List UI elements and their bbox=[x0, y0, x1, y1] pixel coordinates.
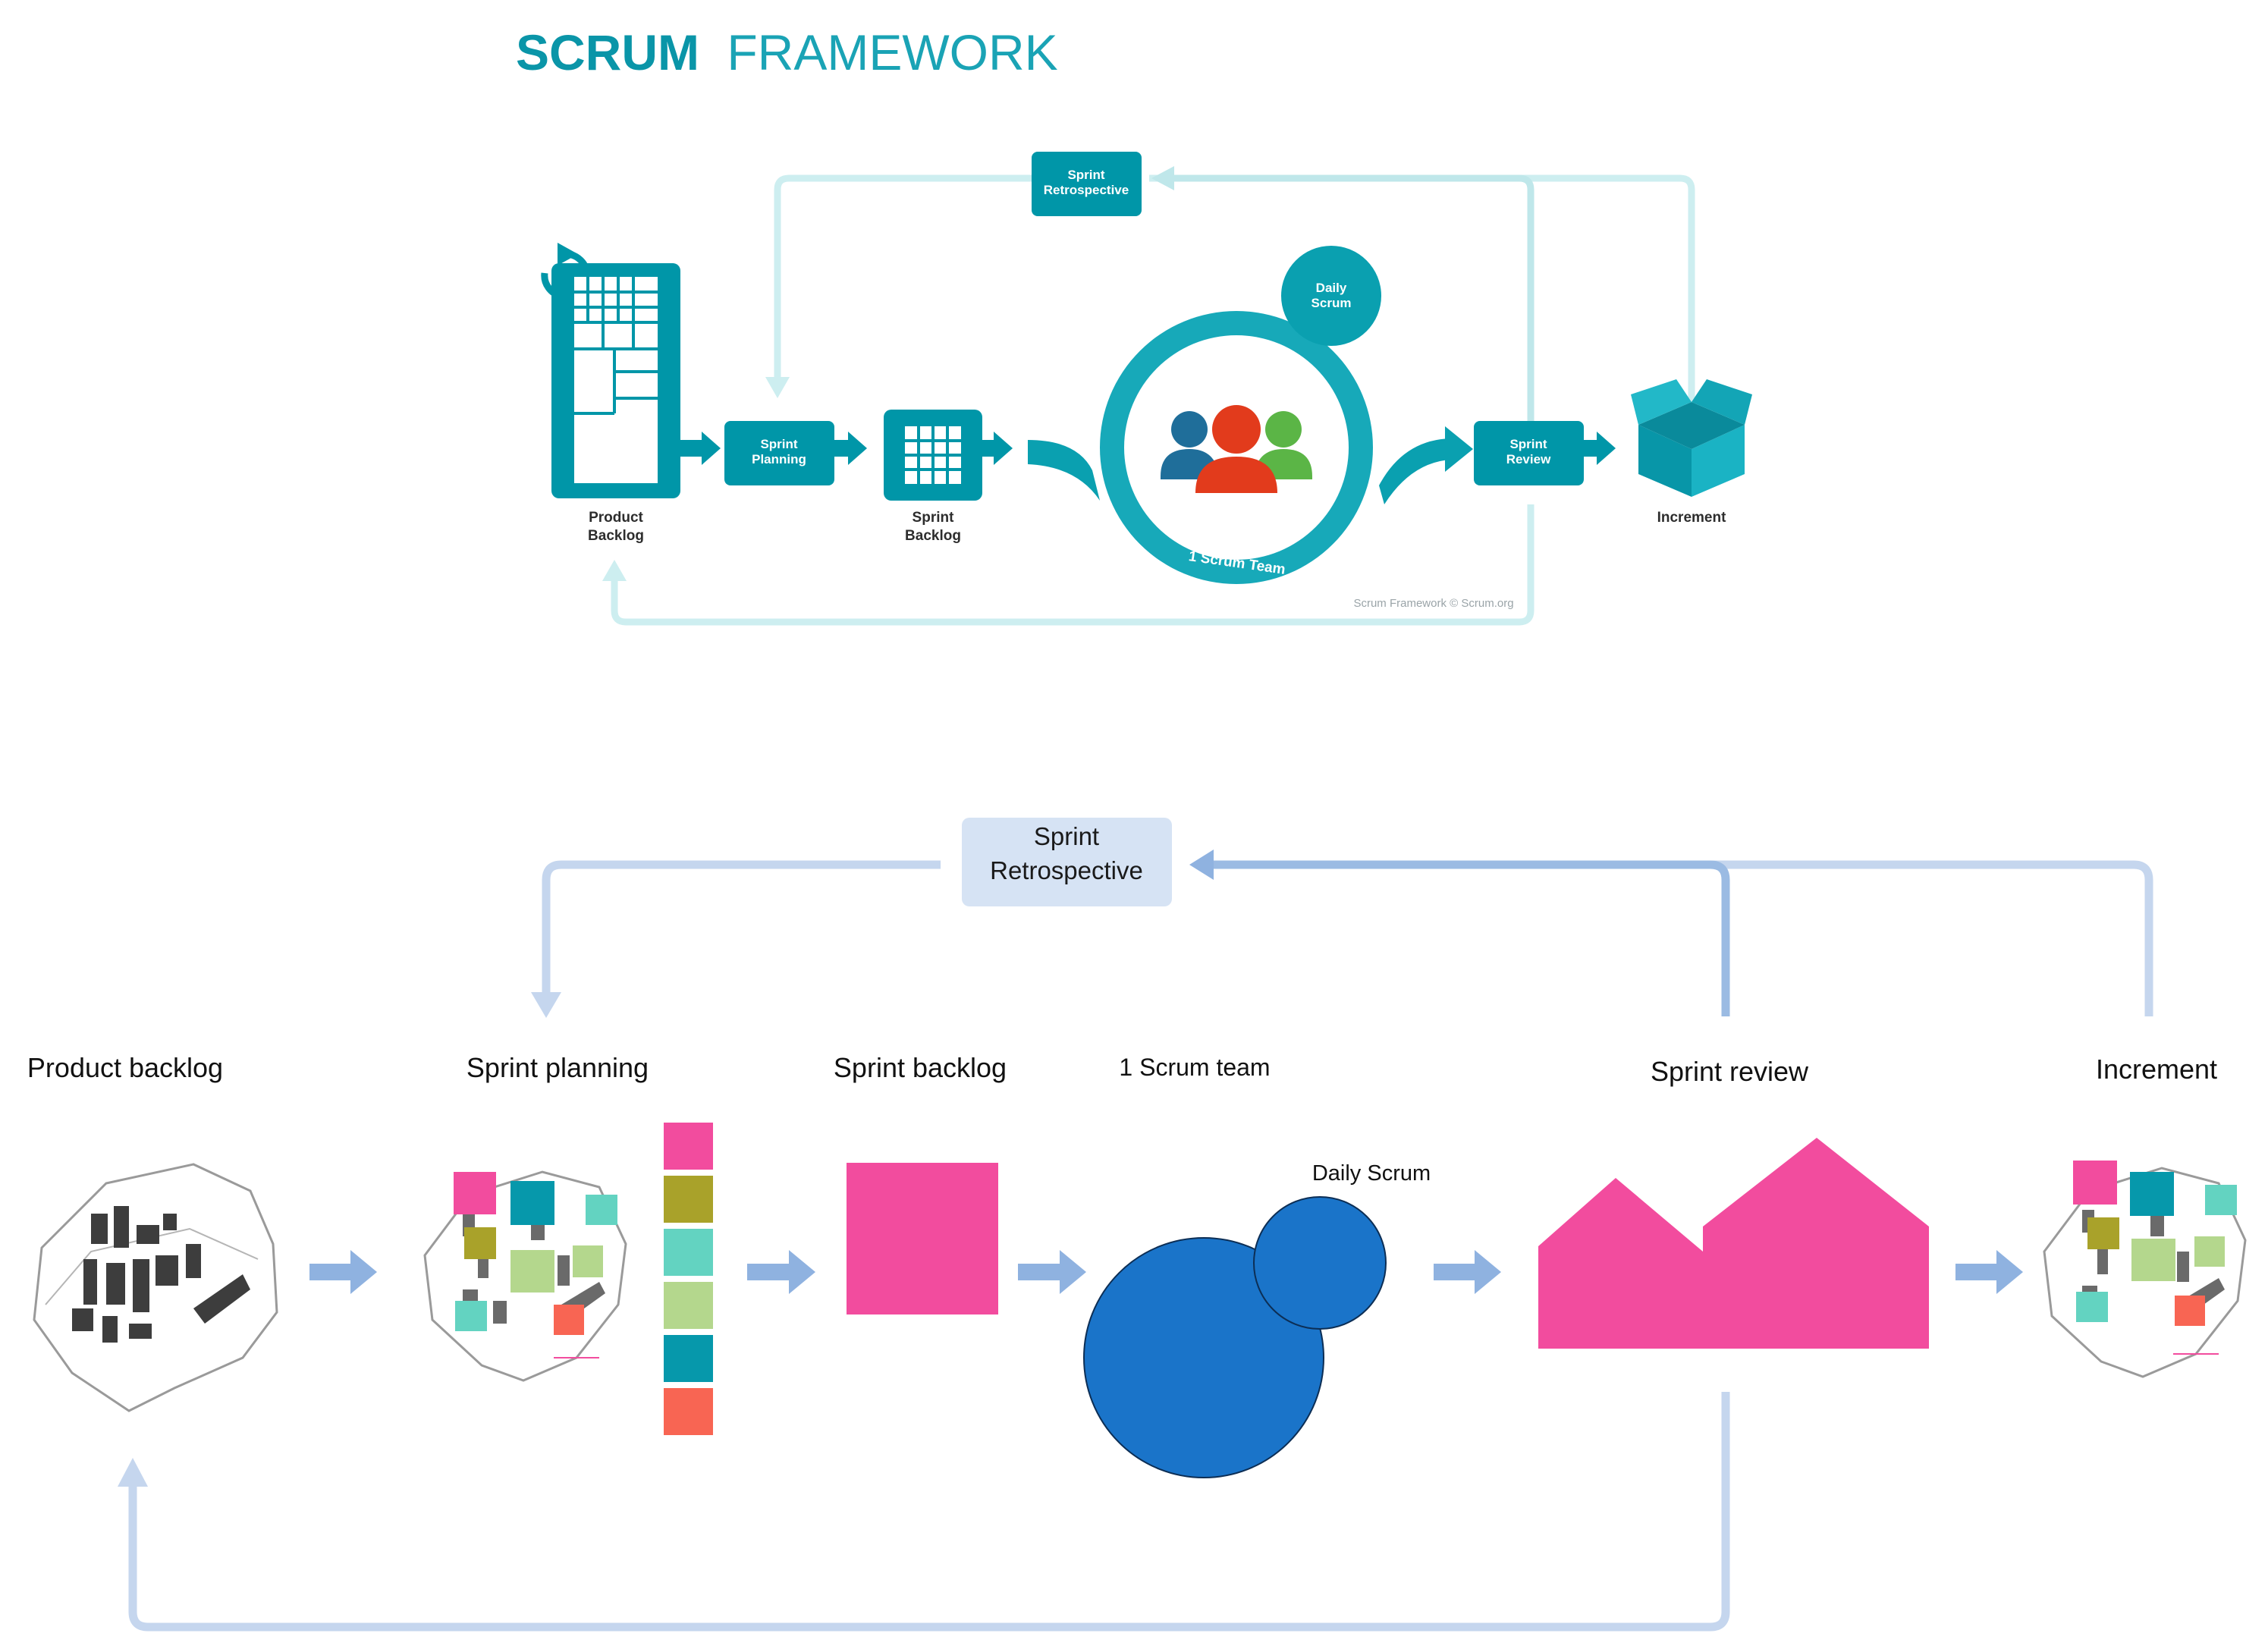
backlog-item bbox=[664, 1176, 713, 1223]
review-to-retro-line bbox=[1168, 174, 1535, 425]
site-map-product-backlog bbox=[33, 1163, 278, 1412]
retro-label-2: Retrospective bbox=[1044, 183, 1129, 197]
sticky-note bbox=[2130, 1172, 2174, 1216]
review-label-1: Sprint bbox=[1509, 437, 1547, 451]
sticky-note bbox=[573, 1245, 603, 1277]
increment-label: Increment bbox=[2096, 1054, 2217, 1085]
team-people-icon bbox=[1161, 405, 1312, 493]
product-backlog-label-2: Backlog bbox=[588, 528, 644, 544]
sticky-note bbox=[586, 1195, 617, 1225]
daily-label-2: Scrum bbox=[1311, 296, 1352, 310]
sprint-planning-box bbox=[724, 421, 834, 485]
team-swoosh-out bbox=[1379, 438, 1450, 504]
sprint-retrospective-box bbox=[962, 818, 1172, 906]
daily-label-1: Daily bbox=[1316, 281, 1347, 295]
sprint-backlog-square bbox=[847, 1163, 998, 1314]
title-bold: SCRUM bbox=[516, 24, 699, 80]
increment-sticky-notes bbox=[2073, 1161, 2237, 1326]
retro-label-1: Sprint bbox=[1067, 168, 1104, 182]
backlog-item-column bbox=[664, 1123, 713, 1435]
increment-box-icon bbox=[1631, 379, 1752, 497]
daily-scrum-label: Daily Scrum bbox=[1312, 1161, 1431, 1186]
sticky-note bbox=[455, 1301, 487, 1331]
planning-arrowhead bbox=[531, 992, 561, 1018]
retro-label-2: Retrospective bbox=[990, 856, 1143, 884]
review-label-2: Review bbox=[1506, 452, 1551, 466]
sticky-note bbox=[510, 1250, 554, 1293]
daily-scrum-circle bbox=[1253, 1196, 1387, 1330]
retro-arrowhead bbox=[1189, 850, 1214, 880]
review-to-backlog-line bbox=[611, 504, 1535, 626]
increment-to-retro-line bbox=[1214, 860, 2153, 1016]
backlog-item bbox=[664, 1123, 713, 1170]
sprint-review-label: Sprint review bbox=[1651, 1056, 1809, 1087]
sprint-retrospective-box bbox=[1032, 152, 1142, 216]
planning-label-2: Planning bbox=[752, 452, 806, 466]
sprint-review-box bbox=[1474, 421, 1584, 485]
retro-to-planning-line bbox=[542, 860, 941, 994]
sticky-note bbox=[454, 1172, 496, 1214]
backlog-item bbox=[664, 1388, 713, 1435]
sticky-note bbox=[2076, 1292, 2108, 1322]
backlog-arrowhead bbox=[118, 1458, 148, 1487]
framework-title: SCRUM FRAMEWORK bbox=[516, 24, 1058, 80]
scrum-team-label: 1 Scrum team bbox=[1119, 1054, 1270, 1081]
review-to-retro-line bbox=[1212, 860, 1730, 1016]
sticky-note bbox=[2175, 1296, 2205, 1326]
bottom-flow-arrows bbox=[309, 1250, 2023, 1294]
planning-arrowhead bbox=[765, 377, 790, 398]
sticky-note bbox=[510, 1181, 554, 1225]
product-backlog-label: Product backlog bbox=[27, 1052, 223, 1083]
sprint-review-shape bbox=[1538, 1138, 1929, 1349]
sticky-note bbox=[554, 1305, 584, 1335]
team-swoosh-arrowhead bbox=[1445, 426, 1473, 472]
sticky-note bbox=[2131, 1239, 2175, 1281]
retro-arrowhead bbox=[1151, 166, 1174, 190]
copyright-credit: Scrum Framework © Scrum.org bbox=[1353, 597, 1513, 610]
sticky-note bbox=[2073, 1161, 2117, 1205]
sticky-note bbox=[464, 1227, 496, 1259]
backlog-arrowhead bbox=[602, 560, 627, 581]
sprint-backlog-label-1: Sprint bbox=[913, 510, 955, 526]
backlog-item bbox=[664, 1229, 713, 1276]
retro-label-1: Sprint bbox=[1034, 822, 1099, 850]
backlog-item bbox=[664, 1335, 713, 1382]
team-swoosh-in bbox=[1028, 440, 1100, 501]
sprint-planning-label: Sprint planning bbox=[466, 1052, 649, 1083]
refresh-arrowhead bbox=[558, 243, 578, 265]
product-backlog-label-1: Product bbox=[589, 510, 643, 526]
sticky-note bbox=[2194, 1236, 2225, 1267]
planning-sticky-notes bbox=[454, 1172, 617, 1335]
flow-arrows bbox=[680, 432, 1616, 465]
review-to-backlog-line bbox=[128, 1392, 1730, 1632]
custom-scrum-diagram: Sprint Retrospective Product backlog Spr… bbox=[27, 818, 2247, 1632]
planning-label-1: Sprint bbox=[760, 437, 797, 451]
backlog-grid bbox=[574, 277, 658, 415]
sprint-backlog-label-2: Backlog bbox=[905, 528, 961, 544]
sticky-note bbox=[2205, 1185, 2237, 1215]
sprint-backlog-grid bbox=[905, 426, 961, 484]
scrum-framework-diagram: SCRUM FRAMEWORK Sprint Retrospective bbox=[516, 24, 1752, 626]
sprint-backlog-label: Sprint backlog bbox=[834, 1052, 1007, 1083]
daily-scrum-bubble bbox=[1281, 246, 1381, 346]
increment-label: Increment bbox=[1657, 510, 1726, 526]
retro-to-planning-line bbox=[774, 174, 1032, 379]
backlog-item bbox=[664, 1282, 713, 1329]
sticky-note bbox=[2087, 1217, 2119, 1249]
increment-to-retro-line bbox=[1149, 174, 1695, 421]
title-light: FRAMEWORK bbox=[727, 24, 1057, 80]
